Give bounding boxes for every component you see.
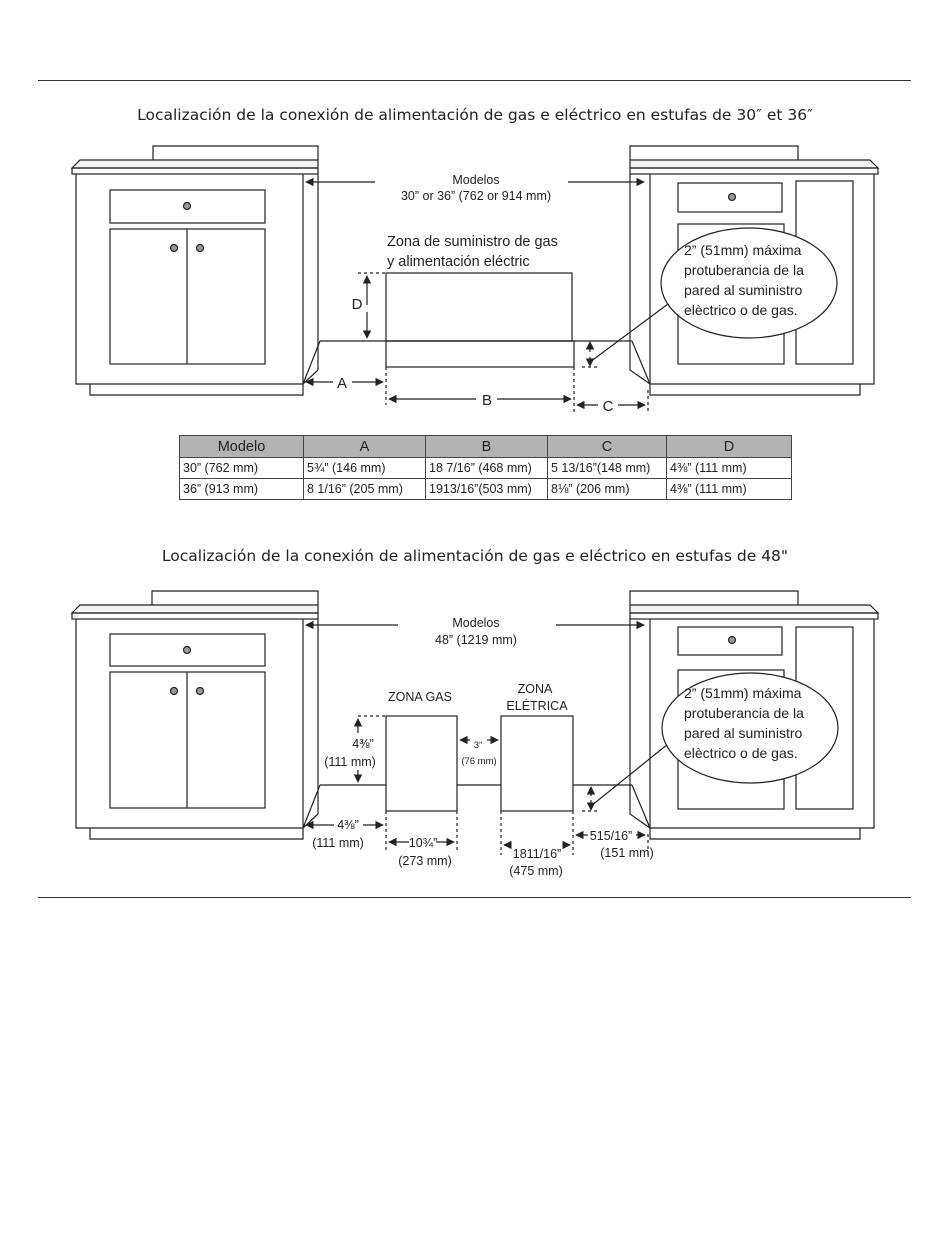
- zone-label-1: Zona de suministro de gas: [387, 234, 558, 250]
- electric-width-inches: 1811/16”: [513, 847, 561, 861]
- gap-inches: 3”: [474, 740, 482, 751]
- gas-zone-box: [385, 715, 458, 812]
- dim-b-label: B: [482, 392, 492, 409]
- left-offset-mm: (111 mm): [312, 836, 364, 850]
- callout2-line-1: 2” (51mm) máxima: [684, 685, 802, 701]
- height-mm: (111 mm): [324, 755, 376, 769]
- top-rule: [38, 80, 911, 81]
- models-value-2: 48” (1219 mm): [435, 633, 517, 647]
- gas-zone-label: ZONA GAS: [388, 690, 452, 704]
- left-offset-inches: 4⅜”: [337, 818, 359, 832]
- table-cell: 5¾” (146 mm): [303, 457, 426, 479]
- header-a: A: [303, 435, 426, 458]
- callout2-line-2: protuberancia de la: [684, 705, 804, 721]
- header-d: D: [666, 435, 792, 458]
- table-cell: 36” (913 mm): [179, 478, 304, 500]
- callout2-line-3: pared al suministro: [684, 725, 802, 741]
- table-cell: 1913/16”(503 mm): [425, 478, 548, 500]
- dim-d-label: D: [352, 296, 363, 313]
- callout-line-4: elèctrico o de gas.: [684, 302, 798, 318]
- table-row: 36” (913 mm) 8 1/16” (205 mm) 1913/16”(5…: [179, 478, 792, 500]
- header-c: C: [547, 435, 667, 458]
- supply-zone-1: [385, 272, 575, 368]
- left-cabinet-2: [70, 590, 319, 840]
- right-offset-mm: (151 mm): [600, 846, 653, 860]
- table-cell: 8⅛” (206 mm): [547, 478, 667, 500]
- table-cell: 30” (762 mm): [179, 457, 304, 479]
- gas-width-mm: (273 mm): [398, 854, 451, 868]
- section2-title: Localización de la conexión de alimentac…: [161, 547, 789, 565]
- left-cabinet-1: [70, 145, 319, 396]
- table-cell: 18 7/16” (468 mm): [425, 457, 548, 479]
- right-cabinet-1: [629, 145, 880, 396]
- table-row: 30” (762 mm) 5¾” (146 mm) 18 7/16” (468 …: [179, 457, 792, 479]
- electric-zone-box: [500, 715, 574, 812]
- electric-zone-label-2: ELÉTRICA: [506, 698, 568, 713]
- callout-ellipse-1: [660, 227, 838, 339]
- callout-ellipse-2: [661, 672, 839, 784]
- section1-title: Localización de la conexión de alimentac…: [137, 106, 813, 124]
- bottom-rule: [38, 897, 911, 898]
- gas-width-inches: 10¾”: [409, 836, 438, 850]
- callout-line-2: protuberancia de la: [684, 262, 804, 278]
- models-label-1: Modelos: [452, 173, 499, 187]
- floor-line-1: [302, 340, 651, 385]
- models-label-2: Modelos: [452, 616, 499, 630]
- height-inches: 4⅜”: [352, 737, 374, 751]
- table-cell: 4⅜” (111 mm): [666, 478, 792, 500]
- callout2-line-4: elèctrico o de gas.: [684, 745, 798, 761]
- table-cell: 8 1/16” (205 mm): [303, 478, 426, 500]
- dimensions-table: Modelo A B C D 30” (762 mm) 5¾” (146 mm)…: [179, 435, 792, 500]
- models-value-1: 30” or 36” (762 or 914 mm): [401, 189, 551, 203]
- header-b: B: [425, 435, 548, 458]
- gap-mm: (76 mm): [461, 756, 496, 767]
- table-cell: 4⅜” (111 mm): [666, 457, 792, 479]
- dim-a-label: A: [337, 375, 347, 392]
- callout-line-1: 2” (51mm) máxima: [684, 242, 802, 258]
- table-cell: 5 13/16”(148 mm): [547, 457, 667, 479]
- table-header-row: Modelo A B C D: [179, 435, 792, 458]
- callout-line-3: pared al suministro: [684, 282, 802, 298]
- electric-zone-label-1: ZONA: [518, 682, 553, 696]
- header-modelo: Modelo: [179, 435, 304, 458]
- zone-label-2: y alimentación eléctric: [387, 254, 530, 270]
- dim-c-label: C: [603, 398, 614, 415]
- right-offset-inches: 515/16”: [590, 829, 632, 843]
- electric-width-mm: (475 mm): [509, 864, 562, 878]
